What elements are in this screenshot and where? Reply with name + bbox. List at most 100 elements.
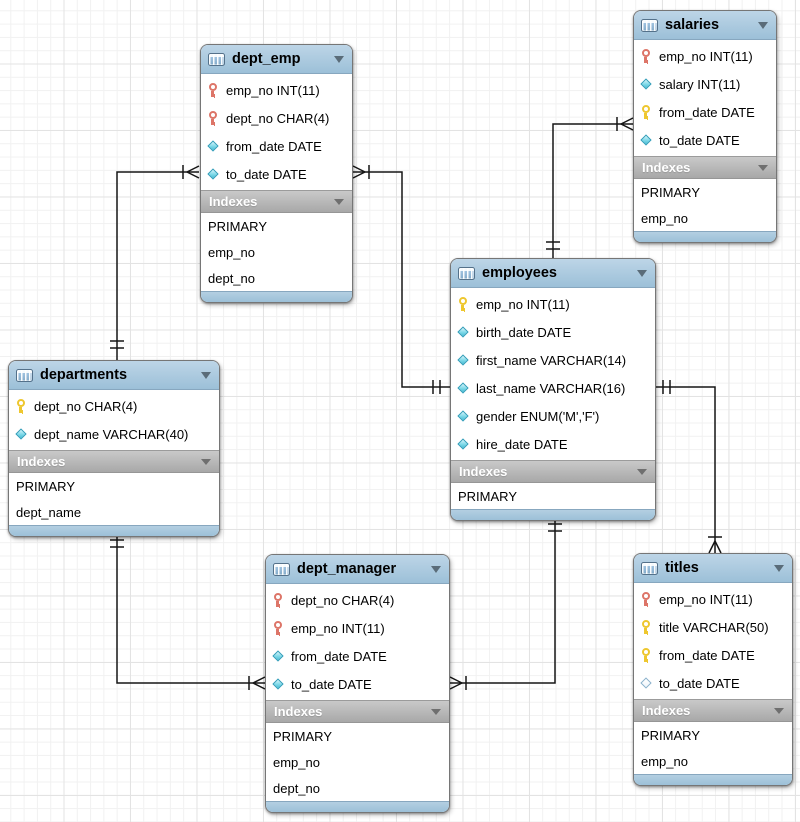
column-row[interactable]: dept_no CHAR(4) — [201, 104, 352, 132]
relationship-employees-dept_manager[interactable] — [449, 515, 562, 690]
indexes-header[interactable]: Indexes — [634, 699, 792, 722]
column-row[interactable]: emp_no INT(11) — [201, 76, 352, 104]
table-dept_emp[interactable]: dept_emp emp_no INT(11) dept_no CHAR(4) … — [200, 44, 353, 303]
column-row[interactable]: dept_no CHAR(4) — [266, 586, 449, 614]
collapse-indexes-icon[interactable] — [637, 468, 647, 475]
indexes-header[interactable]: Indexes — [451, 460, 655, 483]
column-row[interactable]: last_name VARCHAR(16) — [451, 374, 655, 402]
collapse-table-icon[interactable] — [334, 55, 344, 63]
table-salaries[interactable]: salaries emp_no INT(11) salary INT(11) f… — [633, 10, 777, 243]
relationship-employees-salaries[interactable] — [546, 117, 634, 258]
column-row[interactable]: first_name VARCHAR(14) — [451, 346, 655, 374]
table-employees[interactable]: employees emp_no INT(11) birth_date DATE… — [450, 258, 656, 521]
indexes-label: Indexes — [274, 704, 323, 719]
column-row[interactable]: salary INT(11) — [634, 70, 776, 98]
table-icon — [641, 18, 658, 32]
column-row[interactable]: gender ENUM('M','F') — [451, 402, 655, 430]
column-row[interactable]: dept_no CHAR(4) — [9, 392, 219, 420]
index-label: dept_no — [208, 270, 255, 286]
collapse-indexes-icon[interactable] — [431, 708, 441, 715]
index-row[interactable]: dept_no — [201, 265, 352, 291]
column-row[interactable]: emp_no INT(11) — [451, 290, 655, 318]
primary-foreign-key-icon — [640, 592, 653, 606]
table-header[interactable]: dept_manager — [266, 555, 449, 584]
column-row[interactable]: emp_no INT(11) — [634, 585, 792, 613]
index-row[interactable]: PRIMARY — [201, 213, 352, 239]
column-label: from_date DATE — [659, 104, 755, 120]
column-label: emp_no INT(11) — [291, 620, 385, 636]
primary-key-icon — [640, 620, 653, 634]
relationship-departments-dept_manager[interactable] — [110, 531, 266, 690]
column-label: to_date DATE — [291, 676, 372, 692]
index-row[interactable]: PRIMARY — [634, 722, 792, 748]
table-titles[interactable]: titles emp_no INT(11) title VARCHAR(50) … — [633, 553, 793, 786]
column-row[interactable]: title VARCHAR(50) — [634, 613, 792, 641]
collapse-table-icon[interactable] — [758, 21, 768, 29]
column-row[interactable]: birth_date DATE — [451, 318, 655, 346]
relationship-employees-titles[interactable] — [656, 380, 722, 554]
column-row[interactable]: from_date DATE — [634, 98, 776, 126]
column-row[interactable]: dept_name VARCHAR(40) — [9, 420, 219, 448]
indexes-label: Indexes — [642, 703, 691, 718]
column-row[interactable]: from_date DATE — [201, 132, 352, 160]
column-row[interactable]: to_date DATE — [201, 160, 352, 188]
collapse-table-icon[interactable] — [774, 564, 784, 572]
primary-foreign-key-icon — [272, 621, 285, 635]
relationship-employees-dept_emp[interactable] — [352, 165, 450, 394]
primary-foreign-key-icon — [640, 49, 653, 63]
table-header[interactable]: dept_emp — [201, 45, 352, 74]
index-row[interactable]: dept_name — [9, 499, 219, 525]
table-departments[interactable]: departments dept_no CHAR(4) dept_name VA… — [8, 360, 220, 537]
index-label: emp_no — [273, 754, 320, 770]
collapse-indexes-icon[interactable] — [201, 458, 211, 465]
index-row[interactable]: emp_no — [634, 205, 776, 231]
table-icon — [641, 561, 658, 575]
index-row[interactable]: PRIMARY — [451, 483, 655, 509]
column-row[interactable]: emp_no INT(11) — [634, 42, 776, 70]
column-label: hire_date DATE — [476, 436, 568, 452]
collapse-table-icon[interactable] — [201, 371, 211, 379]
column-row[interactable]: to_date DATE — [266, 670, 449, 698]
table-icon — [208, 52, 225, 66]
column-label: birth_date DATE — [476, 324, 572, 340]
indexes-header[interactable]: Indexes — [201, 190, 352, 213]
index-label: dept_no — [273, 780, 320, 796]
primary-foreign-key-icon — [207, 83, 220, 97]
index-label: PRIMARY — [641, 184, 700, 200]
index-row[interactable]: dept_no — [266, 775, 449, 801]
collapse-table-icon[interactable] — [431, 565, 441, 573]
table-header[interactable]: titles — [634, 554, 792, 583]
column-row[interactable]: to_date DATE — [634, 126, 776, 154]
index-row[interactable]: PRIMARY — [266, 723, 449, 749]
column-row[interactable]: to_date DATE — [634, 669, 792, 697]
column-row[interactable]: hire_date DATE — [451, 430, 655, 458]
table-header[interactable]: salaries — [634, 11, 776, 40]
table-header[interactable]: departments — [9, 361, 219, 390]
column-row[interactable]: emp_no INT(11) — [266, 614, 449, 642]
index-row[interactable]: emp_no — [266, 749, 449, 775]
indexes-header[interactable]: Indexes — [634, 156, 776, 179]
column-label: to_date DATE — [659, 132, 740, 148]
column-row[interactable]: from_date DATE — [266, 642, 449, 670]
collapse-table-icon[interactable] — [637, 269, 647, 277]
table-header[interactable]: employees — [451, 259, 655, 288]
index-row[interactable]: PRIMARY — [9, 473, 219, 499]
index-row[interactable]: emp_no — [634, 748, 792, 774]
index-row[interactable]: emp_no — [201, 239, 352, 265]
table-title: dept_emp — [232, 51, 301, 67]
table-title: employees — [482, 265, 557, 281]
indexes-header[interactable]: Indexes — [266, 700, 449, 723]
index-row[interactable]: PRIMARY — [634, 179, 776, 205]
collapse-indexes-icon[interactable] — [758, 164, 768, 171]
collapse-indexes-icon[interactable] — [334, 198, 344, 205]
column-row[interactable]: from_date DATE — [634, 641, 792, 669]
index-label: emp_no — [641, 210, 688, 226]
table-dept_manager[interactable]: dept_manager dept_no CHAR(4) emp_no INT(… — [265, 554, 450, 813]
index-label: emp_no — [208, 244, 255, 260]
column-label: last_name VARCHAR(16) — [476, 380, 626, 396]
relationship-departments-dept_emp[interactable] — [110, 165, 200, 360]
table-icon — [16, 368, 33, 382]
collapse-indexes-icon[interactable] — [774, 707, 784, 714]
indexes-header[interactable]: Indexes — [9, 450, 219, 473]
